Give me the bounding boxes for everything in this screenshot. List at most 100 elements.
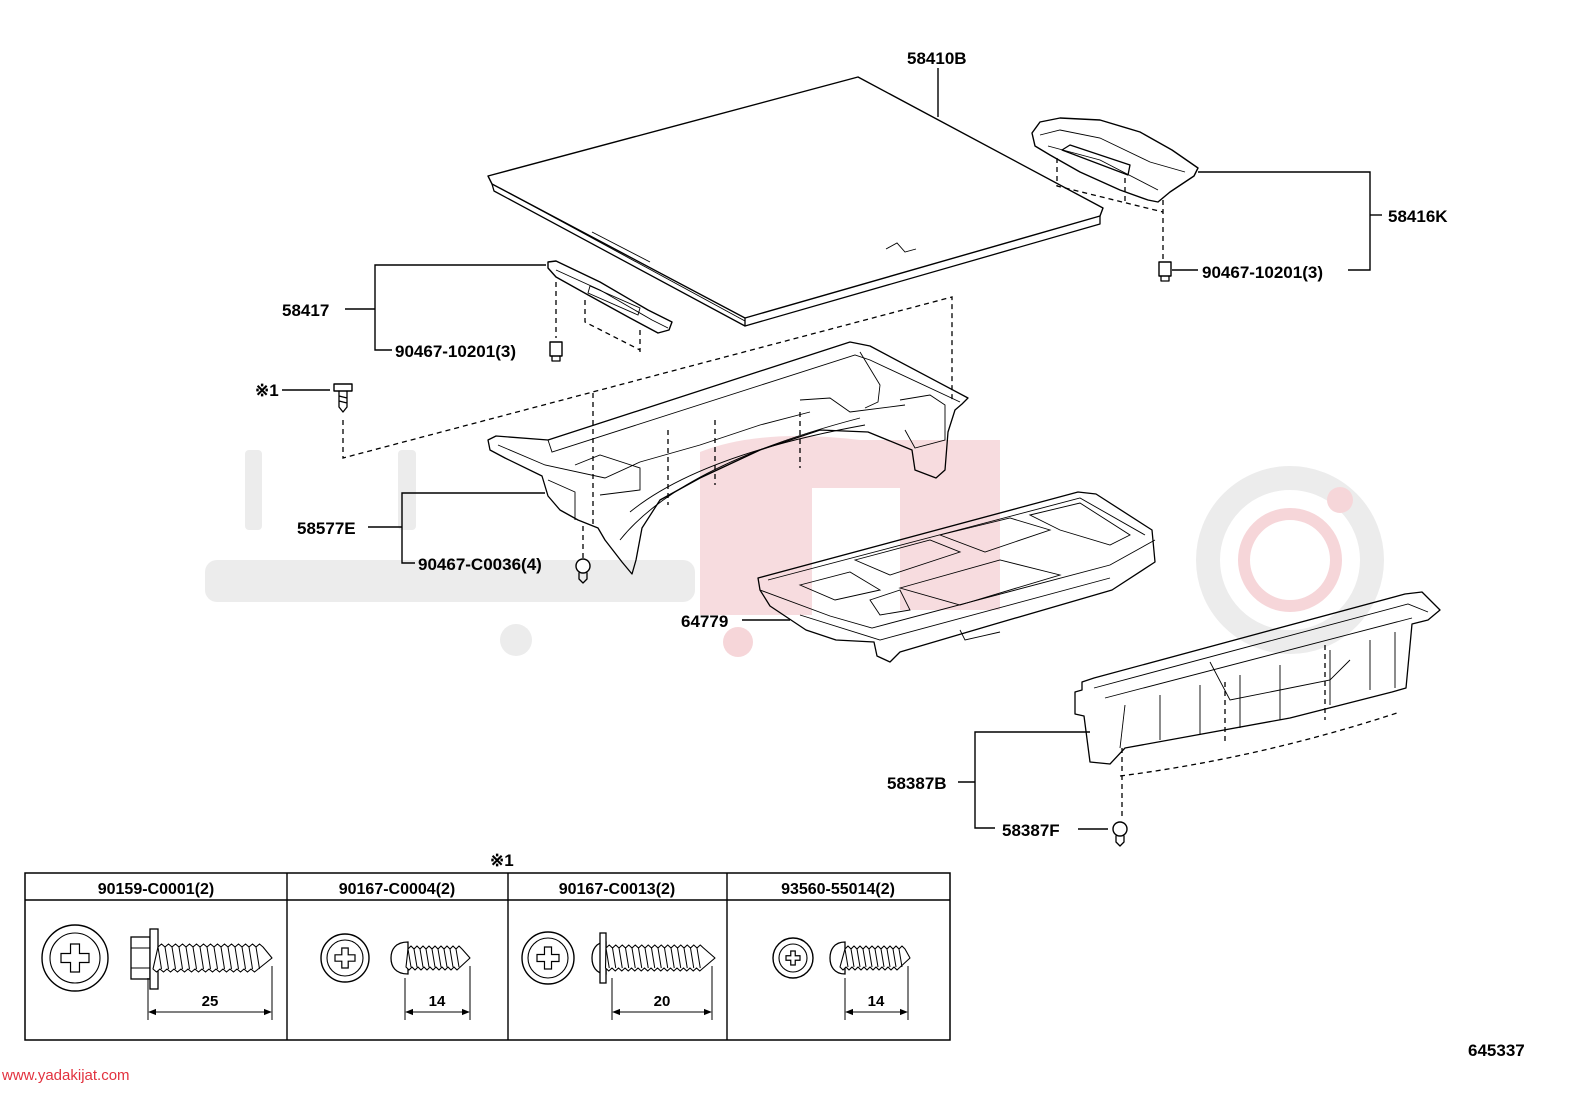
washer — [599, 932, 607, 984]
box-recess — [1028, 502, 1131, 546]
watermark-dot — [1327, 487, 1353, 513]
hex-head-facets — [131, 947, 150, 969]
screw-head-rim — [527, 937, 569, 979]
thread-lines — [605, 947, 701, 969]
clip-icon — [551, 355, 561, 362]
bolt-icon — [333, 383, 353, 392]
table-header: 90159-C0001(2) — [98, 881, 215, 898]
watermark-url: www.yadakijat.com — [1, 1067, 130, 1084]
watermark-dot — [723, 627, 753, 657]
callout-label: 90467-C0036(4) — [418, 555, 542, 574]
clip-icon — [549, 341, 563, 357]
note-mark: ※1 — [255, 381, 279, 400]
washer-head-screw-icon — [521, 931, 716, 1020]
phillips-cross-icon — [60, 943, 90, 973]
table-header: 90167-C0004(2) — [339, 881, 456, 898]
note-mark: ※1 — [490, 851, 514, 870]
plate-part: 58387B 58387F — [887, 591, 1441, 847]
box-recess — [898, 559, 1062, 606]
plate-ribs — [1159, 632, 1396, 740]
screw-head-rim — [326, 939, 364, 977]
right-board-edge — [1039, 129, 1186, 173]
clip-icon — [575, 558, 591, 574]
top-board-part: 58410B — [487, 49, 1104, 327]
box-base — [799, 577, 1111, 641]
length-dimension: 25 — [202, 993, 219, 1010]
callout-label: 90467-10201(3) — [395, 342, 516, 361]
table-header: 93560-55014(2) — [781, 881, 895, 898]
callout-label: 58417 — [282, 301, 329, 320]
dome-head — [390, 941, 409, 975]
tray-compartment — [859, 351, 881, 409]
watermark-ring — [1196, 466, 1384, 654]
plate-texture — [1209, 659, 1351, 701]
bracket-line — [1198, 171, 1371, 271]
fastener-table: ※1 90159-C0001(2) 90167-C0004(2) 90167-C… — [24, 851, 951, 1041]
box-recess — [938, 517, 1052, 553]
dimension-extension-lines — [147, 966, 273, 1020]
plate-top-face — [1093, 603, 1429, 689]
box-recess — [798, 571, 882, 601]
length-dimension: 14 — [429, 993, 446, 1010]
callout-label: 58410B — [907, 49, 967, 68]
diagram-number: 645337 — [1468, 1041, 1525, 1060]
tray-curve — [619, 417, 861, 541]
watermark-bar — [205, 560, 695, 602]
dashed-guide — [584, 300, 641, 351]
top-board-slot — [591, 231, 651, 263]
pan-head-screw-icon — [320, 933, 471, 1020]
box-part: 64779 — [681, 491, 1156, 663]
plate-step — [1104, 617, 1413, 699]
left-board-body — [547, 260, 673, 334]
right-board-part: 58416K 90467-10201(3) — [1031, 117, 1448, 282]
box-rim — [767, 497, 1146, 581]
watermark-ring — [1238, 508, 1342, 612]
plate-edge — [1119, 704, 1126, 749]
callout-label: 58387B — [887, 774, 947, 793]
clip-icon — [1160, 275, 1170, 282]
dimension-extension-lines — [844, 966, 909, 1020]
callout-label: 58416K — [1388, 207, 1448, 226]
screw-head-rim — [778, 943, 808, 973]
watermark-dot — [500, 624, 532, 656]
callout-label: 58577E — [297, 519, 356, 538]
phillips-cross-icon — [785, 950, 801, 966]
left-board-part: 58417 90467-10201(3) — [282, 260, 673, 362]
length-dimension: 14 — [868, 993, 885, 1010]
left-board-edge — [555, 269, 669, 329]
plate-outline — [1074, 591, 1441, 765]
bracket-line — [374, 264, 546, 351]
box-recess — [853, 539, 962, 576]
table-column-dividers — [286, 873, 728, 1040]
top-board-edge — [499, 187, 746, 322]
clip-icon — [1115, 835, 1125, 847]
callout-label: 58387F — [1002, 821, 1060, 840]
watermark-logo — [205, 436, 1384, 657]
tray-back-wall — [547, 354, 961, 453]
phillips-cross-icon — [334, 947, 356, 969]
clip-icon — [1112, 821, 1128, 837]
dimension-extension-lines — [611, 966, 713, 1020]
table-border — [24, 872, 951, 1041]
watermark-stroke — [245, 450, 262, 530]
watermark-stroke — [398, 450, 416, 530]
tray-compartment — [899, 394, 946, 449]
clip-icon — [578, 572, 588, 584]
tray-foot — [547, 479, 576, 520]
thread-lines — [407, 948, 460, 968]
thread-lines — [157, 946, 260, 970]
dashed-guide — [1119, 711, 1401, 777]
tray-part: 58577E 90467-C0036(4) — [297, 341, 969, 584]
right-board-handle — [1061, 144, 1131, 176]
tray-curve — [629, 424, 866, 513]
watermark-shape — [700, 436, 1000, 615]
hex-washer-head-screw-icon — [41, 924, 273, 1020]
bolt-note-group: ※1 — [255, 296, 953, 459]
dashed-guide — [342, 296, 953, 459]
hex-head — [130, 936, 151, 980]
box-rim — [759, 539, 1156, 629]
box-recess — [869, 589, 911, 616]
box-foot — [959, 629, 1001, 641]
phillips-cross-icon — [536, 946, 560, 970]
